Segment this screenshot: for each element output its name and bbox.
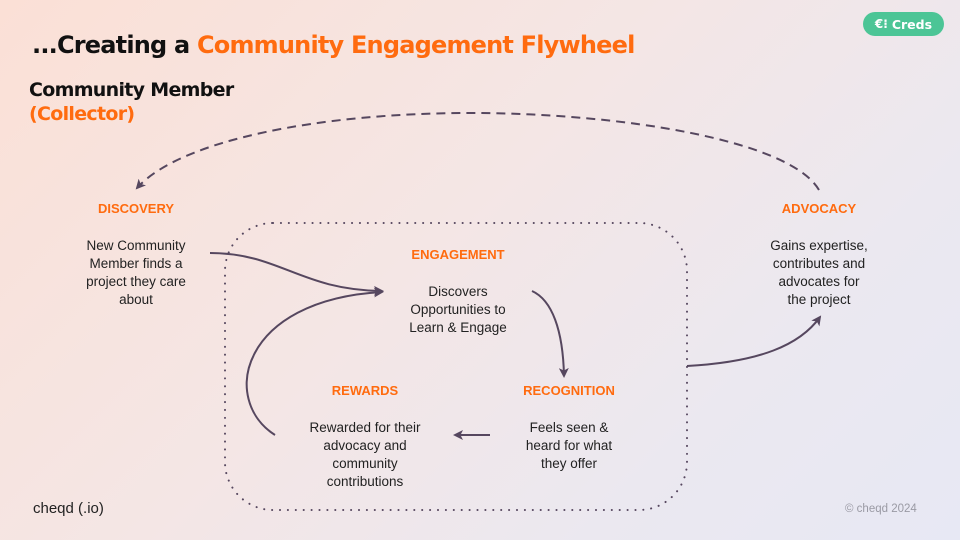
discovery-to-engagement-arrow (209, 252, 384, 296)
desc-line: Member finds a (89, 256, 183, 271)
footer-brand: cheqd (.io) (33, 500, 104, 517)
node-rewards: REWARDS Rewarded for their advocacy and … (290, 383, 440, 491)
node-advocacy-label: ADVOCACY (781, 201, 857, 216)
node-advocacy-desc: Gains expertise, contributes and advocat… (744, 237, 894, 309)
node-discovery-desc: New Community Member finds a project the… (66, 237, 206, 309)
footer-copyright: © cheqd 2024 (845, 503, 917, 515)
desc-line: contributes and (772, 256, 866, 271)
node-engagement-desc: Discovers Opportunities to Learn & Engag… (378, 283, 538, 337)
desc-line: heard for what (525, 438, 613, 453)
node-advocacy: ADVOCACY Gains expertise, contributes an… (744, 201, 894, 309)
rewards-to-engagement-arrow (245, 287, 384, 436)
desc-line: Learn & Engage (409, 320, 507, 335)
node-recognition-desc: Feels seen & heard for what they offer (494, 419, 644, 473)
desc-line: Feels seen & (529, 420, 609, 435)
node-discovery-label: DISCOVERY (97, 201, 175, 216)
subtitle-role: Community Member (29, 79, 234, 101)
desc-line: Gains expertise, (770, 238, 868, 253)
desc-line: Rewarded for their (309, 420, 421, 435)
title-prefix: ...Creating a (32, 31, 197, 59)
desc-line: contributions (326, 474, 404, 489)
node-recognition-label: RECOGNITION (523, 383, 615, 398)
desc-line: advocates for (778, 274, 860, 289)
creds-badge-label: Creds (891, 16, 933, 32)
engagement-to-recognition-arrow (531, 290, 569, 378)
node-engagement: ENGAGEMENT Discovers Opportunities to Le… (378, 247, 538, 337)
desc-line: project they care (86, 274, 186, 289)
node-recognition: RECOGNITION Feels seen & heard for what … (494, 383, 644, 473)
desc-line: New Community (86, 238, 186, 253)
node-rewards-desc: Rewarded for their advocacy and communit… (290, 419, 440, 491)
desc-line: community (332, 456, 398, 471)
desc-line: about (119, 292, 153, 307)
advocacy-to-discovery-arrow (135, 111, 820, 191)
node-rewards-label: REWARDS (331, 383, 399, 398)
desc-line: Discovers (428, 284, 488, 299)
subtitle: Community Member (Collector) (29, 78, 234, 126)
page-title: ...Creating a Community Engagement Flywh… (32, 31, 635, 59)
desc-line: the project (787, 292, 851, 307)
desc-line: they offer (540, 456, 598, 471)
desc-line: advocacy and (323, 438, 407, 453)
title-accent: Community Engagement Flywheel (196, 31, 635, 59)
node-engagement-label: ENGAGEMENT (411, 247, 505, 262)
node-discovery: DISCOVERY New Community Member finds a p… (66, 201, 206, 309)
desc-line: Opportunities to (410, 302, 506, 317)
loop-to-advocacy-arrow (686, 315, 822, 367)
subtitle-accent: (Collector) (29, 103, 135, 125)
engagement-loop-boundary (224, 222, 688, 511)
creds-logo-icon: €⁝ (874, 17, 888, 31)
creds-badge: €⁝ Creds (863, 12, 944, 36)
